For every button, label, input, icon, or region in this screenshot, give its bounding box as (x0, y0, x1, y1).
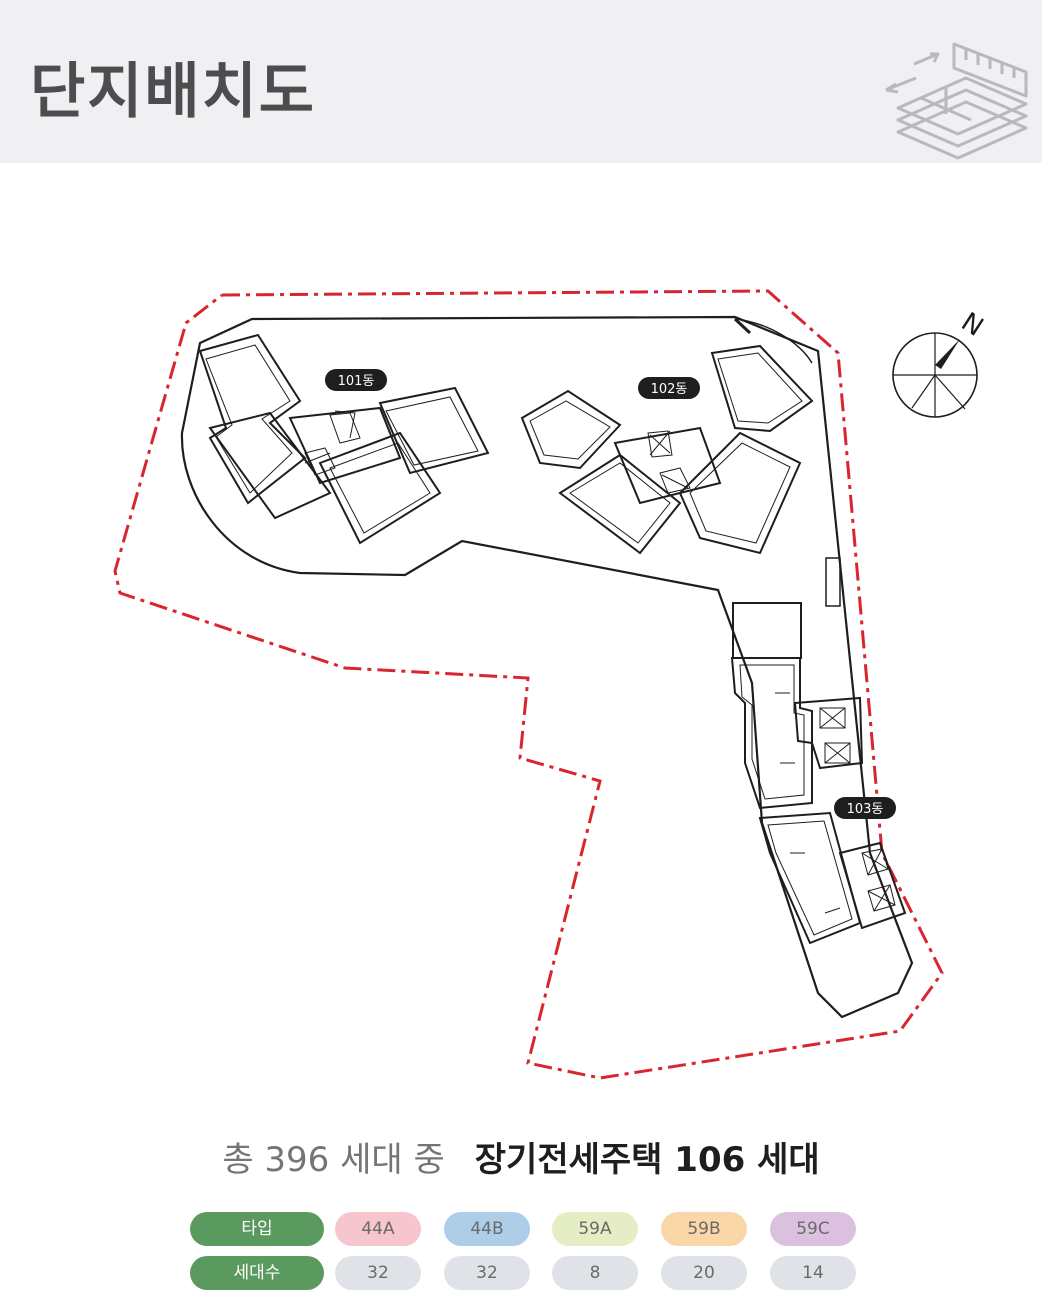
legend-type-59a: 59A (552, 1212, 638, 1246)
legend-type-44a: 44A (335, 1212, 421, 1246)
legend-type-59b: 59B (661, 1212, 747, 1246)
legend-type-59c: 59C (770, 1212, 856, 1246)
building-label-101: 101동 (325, 369, 387, 391)
legend-count-44b: 32 (444, 1256, 530, 1290)
building-label-103-text: 103동 (847, 802, 884, 817)
total-households: 총 396 세대 중 (222, 1140, 445, 1180)
page-header: 단지배치도 (0, 0, 1042, 163)
legend-type-44b: 44B (444, 1212, 530, 1246)
page-title: 단지배치도 (30, 57, 316, 127)
legend-count-59a: 8 (552, 1256, 638, 1290)
household-summary: 총 396 세대 중 장기전세주택 106 세대 (0, 1138, 1042, 1182)
building-label-102: 102동 (638, 377, 700, 399)
building-102 (520, 344, 814, 555)
north-arrow-icon (935, 339, 960, 369)
building-label-102-text: 102동 (651, 382, 688, 397)
building-label-101-text: 101동 (338, 374, 375, 389)
compass: N (892, 307, 989, 418)
lot-outline (180, 315, 914, 1019)
legend-count-59b: 20 (661, 1256, 747, 1290)
legend-count-59c: 14 (770, 1256, 856, 1290)
compass-north-label: N (956, 307, 989, 343)
site-boundary (113, 289, 944, 1080)
lease-households: 장기전세주택 106 세대 (474, 1140, 820, 1180)
site-plan: 101동 102동 103동 (113, 289, 989, 1080)
legend-count-44a: 32 (335, 1256, 421, 1290)
legend-count-header: 세대수 (190, 1256, 324, 1290)
floor-plan-icon (885, 42, 1028, 160)
legend-type-header: 타입 (190, 1212, 324, 1246)
building-101 (198, 333, 490, 545)
building-label-103: 103동 (834, 797, 896, 819)
building-103 (730, 602, 907, 945)
